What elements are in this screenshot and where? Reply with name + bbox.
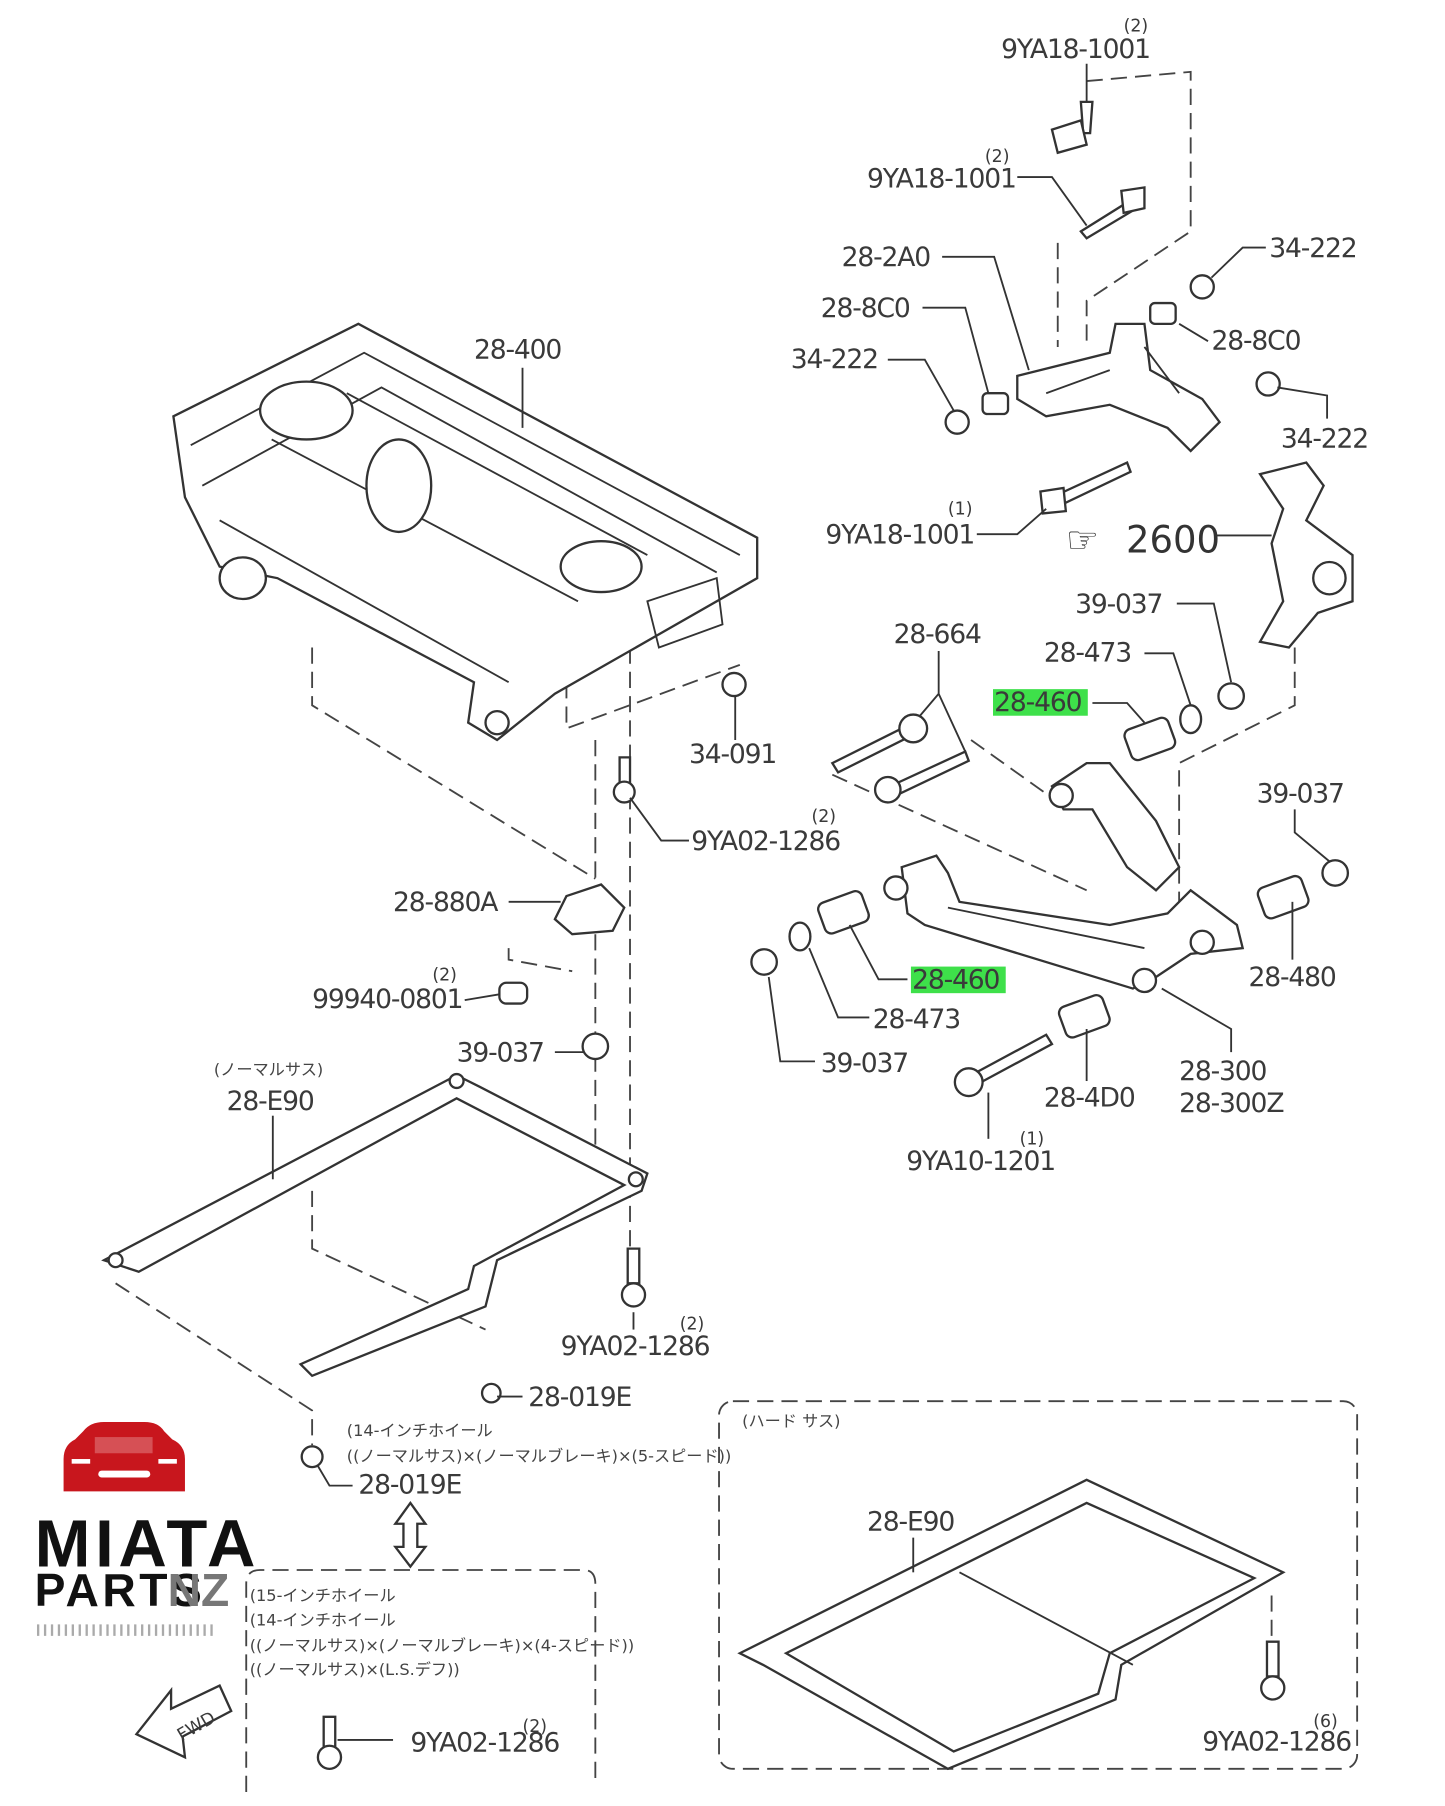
part-number-28-2A0[interactable]: 28-2A0 bbox=[842, 242, 932, 273]
qty-label: (2) bbox=[523, 1717, 548, 1737]
part-number-34-222[interactable]: 34-222 bbox=[1281, 424, 1369, 455]
part-number-9YA18-1001[interactable]: 9YA18-1001 bbox=[867, 163, 1017, 194]
qty-label: (6) bbox=[1313, 1712, 1338, 1732]
part-number-28-8C0[interactable]: 28-8C0 bbox=[1211, 325, 1301, 356]
applicability-note: (14-インチホイール bbox=[250, 1611, 396, 1630]
qty-label: (2) bbox=[680, 1315, 705, 1335]
part-number-28-473[interactable]: 28-473 bbox=[873, 1004, 961, 1035]
part-labels: (2) 9YA18-1001 (2) 9YA18-1001 28-2A0 34-… bbox=[214, 16, 1369, 1759]
part-number-28-E90[interactable]: 28-E90 bbox=[227, 1086, 315, 1117]
part-number-28-4D0[interactable]: 28-4D0 bbox=[1044, 1082, 1136, 1113]
upper-arm-28-2A0 bbox=[944, 274, 1281, 453]
part-number-34-222[interactable]: 34-222 bbox=[1269, 233, 1357, 264]
lower-arm-28-300 bbox=[883, 854, 1245, 994]
applicability-note: ((ノーマルサス)×(ノーマルブレーキ)×(5-スピード)) bbox=[347, 1446, 731, 1465]
part-number-28-664[interactable]: 28-664 bbox=[894, 619, 983, 650]
applicability-note: ((ノーマルサス)×(ノーマルブレーキ)×(4-スピード)) bbox=[250, 1636, 634, 1655]
knuckle-2600 bbox=[1258, 461, 1354, 649]
part-number-34-091[interactable]: 34-091 bbox=[689, 739, 777, 770]
part-number-9YA02-1286[interactable]: 9YA02-1286 bbox=[1202, 1726, 1352, 1757]
part-number-99940-0801[interactable]: 99940-0801 bbox=[312, 984, 463, 1015]
part-number-39-037[interactable]: 39-037 bbox=[1075, 589, 1163, 620]
logo-text-parts: PARTS bbox=[35, 1564, 206, 1616]
part-number-34-222[interactable]: 34-222 bbox=[791, 344, 879, 375]
applicability-note: (15-インチホイール bbox=[250, 1586, 396, 1605]
bolt-9YA02-box bbox=[316, 1715, 394, 1770]
bushings-and-nuts bbox=[498, 671, 1350, 1098]
part-number-28-880A[interactable]: 28-880A bbox=[393, 887, 499, 918]
part-number-39-037[interactable]: 39-037 bbox=[821, 1048, 909, 1079]
part-number-9YA02-1286[interactable]: 9YA02-1286 bbox=[561, 1331, 711, 1362]
part-number-9YA02-1286[interactable]: 9YA02-1286 bbox=[691, 826, 841, 857]
part-number-28-480[interactable]: 28-480 bbox=[1248, 962, 1337, 993]
double-arrow-icon bbox=[393, 1500, 428, 1569]
qty-label: (2) bbox=[432, 965, 457, 985]
car-icon bbox=[63, 1422, 185, 1492]
qty-label: (2) bbox=[1124, 16, 1149, 36]
applicability-note: ((ノーマルサス)×(L.S.デフ)) bbox=[250, 1660, 460, 1679]
logo-text-nz: NZ bbox=[168, 1564, 230, 1616]
normal-suspension-note: (ノーマルサス) bbox=[214, 1060, 323, 1079]
part-number-28-460-highlighted[interactable]: 28-460 bbox=[912, 965, 1001, 996]
pointing-hand-icon: ☞ bbox=[1066, 519, 1099, 562]
qty-label: (2) bbox=[812, 807, 837, 827]
part-number-9YA02-1286[interactable]: 9YA02-1286 bbox=[410, 1728, 560, 1759]
crossmember-28-400 bbox=[172, 322, 759, 742]
part-number-28-400[interactable]: 28-400 bbox=[474, 335, 563, 366]
highlight-marker bbox=[993, 689, 1088, 716]
part-number-28-019E[interactable]: 28-019E bbox=[528, 1382, 632, 1413]
leader-lines bbox=[271, 63, 1330, 1573]
brace-normal-28-E90 bbox=[101, 1072, 649, 1469]
part-number-9YA18-1001[interactable]: 9YA18-1001 bbox=[1001, 34, 1151, 65]
part-number-9YA18-1001[interactable]: 9YA18-1001 bbox=[825, 519, 975, 550]
part-number-28-E90[interactable]: 28-E90 bbox=[867, 1507, 955, 1538]
fwd-arrow-icon: FWD bbox=[134, 1684, 233, 1760]
part-number-28-019E[interactable]: 28-019E bbox=[358, 1470, 462, 1501]
logo-text-miata: MIATA bbox=[35, 1507, 260, 1582]
applicability-note: (14-インチホイール bbox=[347, 1421, 493, 1440]
part-number-28-460-highlighted[interactable]: 28-460 bbox=[994, 687, 1083, 718]
hard-suspension-note: (ハード サス) bbox=[742, 1412, 840, 1431]
part-number-28-300[interactable]: 28-300 bbox=[1179, 1056, 1268, 1087]
guide-lines bbox=[115, 70, 1359, 1792]
upper-link-28-460 bbox=[1048, 761, 1181, 892]
qty-label: (2) bbox=[985, 147, 1010, 167]
highlight-marker bbox=[910, 966, 1006, 994]
qty-label: (1) bbox=[1020, 1130, 1045, 1150]
bolts-upper bbox=[1039, 100, 1146, 515]
part-number-39-037[interactable]: 39-037 bbox=[1257, 778, 1345, 809]
section-ref-2600[interactable]: 2600 bbox=[1126, 519, 1220, 562]
part-number-9YA10-1201[interactable]: 9YA10-1201 bbox=[906, 1146, 1056, 1177]
brace-hard-28-E90 bbox=[737, 1478, 1286, 1771]
part-number-28-300Z[interactable]: 28-300Z bbox=[1179, 1088, 1285, 1119]
qty-label: (1) bbox=[948, 500, 973, 520]
part-number-28-8C0[interactable]: 28-8C0 bbox=[821, 293, 911, 324]
part-number-39-037[interactable]: 39-037 bbox=[457, 1037, 545, 1068]
part-number-28-473[interactable]: 28-473 bbox=[1044, 637, 1132, 668]
miata-parts-nz-logo: MIATA PARTS NZ bbox=[35, 1422, 260, 1636]
